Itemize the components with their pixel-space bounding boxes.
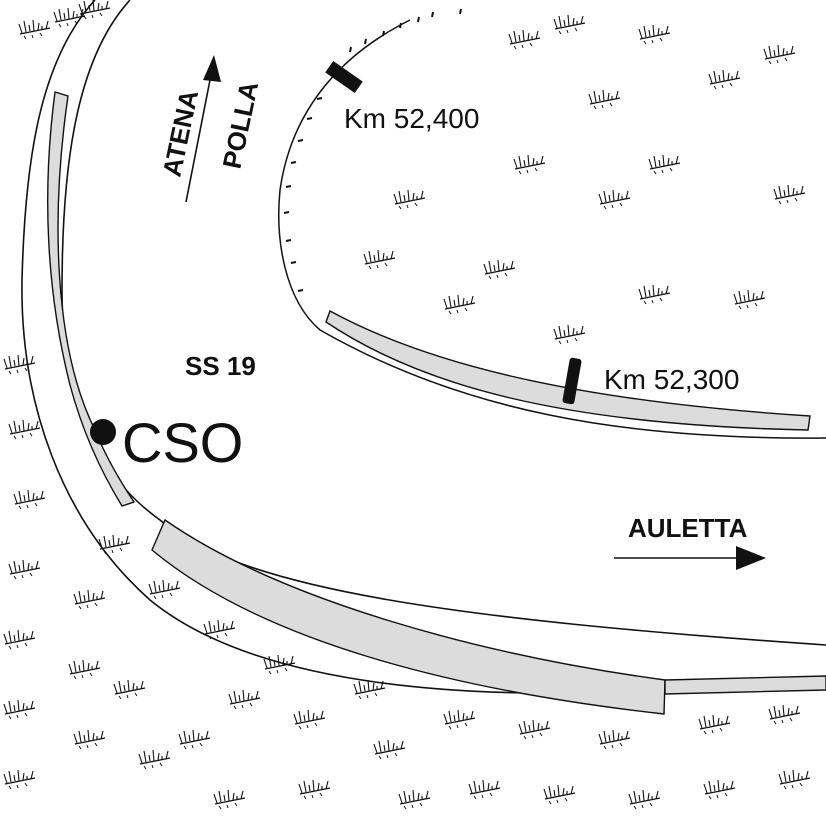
km-label-lower: Km 52,300 — [604, 364, 739, 395]
tick-mark — [316, 97, 323, 100]
km-post-lower — [562, 357, 582, 405]
grass-tuft-icon — [8, 419, 41, 440]
grass-tuft-icon — [18, 19, 51, 40]
grass-tuft-icon — [178, 729, 211, 750]
tick-mark — [297, 139, 304, 142]
tick-mark — [297, 289, 304, 292]
grass-tuft-icon — [708, 69, 741, 90]
tick-mark — [364, 38, 367, 45]
tick-mark — [290, 261, 297, 264]
grass-tuft-icon — [638, 284, 671, 305]
arrow-head-icon — [736, 546, 766, 570]
grass-tuft-icon — [363, 249, 396, 270]
grass-tuft-icon — [553, 324, 586, 345]
grass-tuft-icon — [768, 704, 801, 725]
grass-tuft-icon — [698, 714, 731, 735]
grass-tuft-icon — [483, 259, 516, 280]
tick-mark — [285, 185, 292, 188]
grass-tuft-icon — [518, 719, 551, 740]
grass-tuft-icon — [468, 779, 501, 800]
grass-tuft-icon — [138, 749, 171, 770]
grass-tuft-icon — [763, 44, 796, 65]
tick-mark — [417, 16, 420, 23]
grass-tuft-icon — [543, 784, 576, 805]
shoulders — [47, 91, 826, 715]
arrow-auletta — [614, 546, 766, 570]
arrow-head-icon — [203, 55, 221, 82]
grass-tuft-icon — [443, 294, 476, 315]
tick-mark — [285, 239, 292, 242]
tick-mark — [306, 117, 313, 120]
grass-tuft-icon — [628, 789, 661, 810]
grass-tuft-icon — [513, 154, 546, 175]
km-post-upper — [325, 60, 363, 94]
grass-tuft-icon — [393, 189, 426, 210]
tick-mark — [459, 8, 462, 15]
grass-tuft-icon — [228, 689, 261, 710]
grass-tuft-icon — [13, 489, 46, 510]
grass-tuft-icon — [73, 729, 106, 750]
inner-road-edge — [278, 19, 826, 439]
tick-mark — [283, 211, 290, 214]
grass-tuft-icon — [778, 769, 811, 790]
grass-tuft-icon — [293, 709, 326, 730]
grass-tuft-icon — [373, 739, 406, 760]
grass-tuft-icon — [598, 189, 631, 210]
road-label: SS 19 — [185, 351, 256, 381]
grass-tuft-icon — [773, 184, 806, 205]
tick-mark — [399, 22, 402, 29]
grass-tuft-icon — [733, 289, 766, 310]
grass-tuft-icon — [508, 29, 541, 50]
direction-label-polla: POLLA — [217, 79, 265, 172]
grass-tuft-icon — [263, 654, 296, 675]
kilometre-ticks — [283, 8, 462, 292]
grass-tuft-icon — [398, 789, 431, 810]
grass-tuft-icon — [68, 659, 101, 680]
grass-tuft-icon — [553, 14, 586, 35]
tick-mark — [290, 161, 297, 164]
direction-label-atena: ATENA — [157, 87, 205, 179]
grass-tuft-icon — [3, 769, 36, 790]
shoulder-right — [664, 675, 826, 695]
grass-tuft-icon — [8, 559, 41, 580]
tick-mark — [349, 46, 352, 53]
grass-tuft-icon — [703, 779, 736, 800]
grass-tuft-icon — [3, 629, 36, 650]
grass-tuft-icon — [3, 354, 36, 375]
outer-road-edge-outer — [21, 0, 826, 694]
grass-tuft-icon — [648, 154, 681, 175]
arrow-atena-polla — [185, 55, 221, 203]
tick-mark — [382, 30, 385, 37]
grass-tuft-icon — [598, 729, 631, 750]
grass-tuft-icon — [638, 24, 671, 45]
grass-tuft-icon — [298, 779, 331, 800]
grass-tuft-icon — [148, 579, 181, 600]
grass-tuft-icon — [3, 699, 36, 720]
arrow-icon — [185, 79, 211, 203]
grass-tuft-icon — [113, 679, 146, 700]
shoulder-inner — [325, 309, 811, 431]
grass-tuft-icon — [73, 589, 106, 610]
km-label-upper: Km 52,400 — [344, 103, 479, 134]
direction-label-auletta: AULETTA — [628, 513, 748, 543]
grass-tuft-icon — [588, 89, 621, 110]
tick-mark — [431, 11, 434, 18]
shoulder-lower — [151, 518, 666, 715]
station-label: CSO — [122, 411, 243, 474]
grass-tuft-icon — [213, 789, 246, 810]
station-marker-icon — [90, 419, 116, 445]
grass-tuft-icon — [443, 709, 476, 730]
shoulder-left — [47, 91, 136, 507]
